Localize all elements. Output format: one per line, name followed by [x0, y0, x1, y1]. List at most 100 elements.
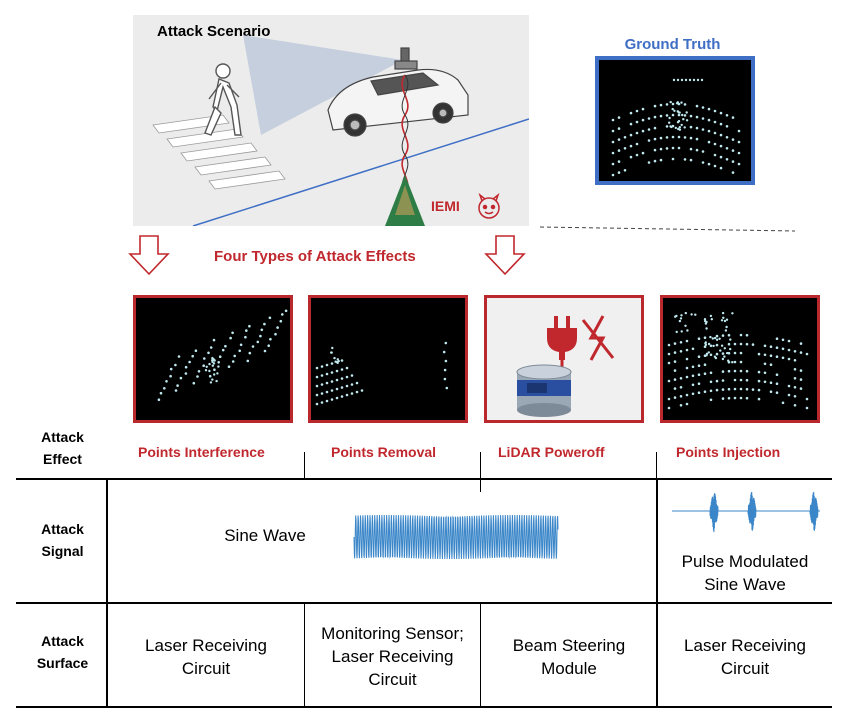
point: [245, 329, 248, 332]
point: [781, 356, 785, 360]
point: [709, 335, 712, 339]
point: [799, 369, 803, 372]
point: [671, 107, 674, 111]
point: [757, 352, 761, 356]
point: [680, 78, 684, 82]
point: [213, 359, 216, 362]
point: [315, 375, 319, 379]
point: [793, 386, 797, 389]
point: [681, 113, 684, 117]
point: [221, 348, 225, 352]
point: [330, 389, 334, 392]
point: [757, 379, 761, 383]
point: [727, 359, 730, 362]
point: [259, 334, 262, 338]
pedestrian-icon: [204, 63, 242, 136]
effect-points-injection: Points Injection: [676, 444, 781, 460]
point: [757, 388, 761, 392]
ground-truth-pointcloud: [595, 56, 755, 185]
point: [647, 117, 651, 120]
point: [739, 360, 743, 364]
point: [725, 158, 729, 161]
down-arrow-icon: [484, 235, 526, 276]
table-divider: [656, 478, 658, 706]
point: [713, 336, 717, 340]
point: [325, 381, 329, 385]
point: [203, 357, 206, 360]
point: [678, 111, 681, 114]
point: [745, 378, 749, 382]
point: [685, 375, 689, 379]
point: [641, 129, 645, 133]
point: [701, 128, 705, 131]
point: [707, 140, 711, 144]
point: [248, 351, 252, 355]
point: [763, 371, 767, 375]
point: [710, 318, 713, 321]
point: [442, 350, 446, 354]
point: [683, 126, 686, 129]
point: [229, 336, 232, 340]
point: [320, 365, 324, 368]
iemi-label: IEMI: [431, 198, 460, 214]
point: [694, 313, 697, 316]
point: [701, 106, 705, 109]
point: [799, 342, 803, 345]
point: [733, 351, 737, 355]
point: [685, 366, 689, 370]
point: [629, 133, 633, 137]
point: [781, 401, 785, 405]
point: [711, 337, 714, 340]
point: [665, 125, 669, 128]
point: [320, 374, 324, 377]
point: [674, 126, 677, 130]
point: [787, 393, 791, 397]
point: [701, 150, 705, 153]
point: [635, 109, 639, 113]
point: [212, 362, 216, 365]
point: [202, 364, 205, 367]
point: [683, 114, 687, 117]
point: [727, 369, 731, 373]
point: [695, 126, 699, 130]
point: [793, 377, 797, 380]
point: [700, 78, 704, 82]
point: [350, 383, 354, 386]
point: [695, 115, 699, 119]
point: [733, 342, 737, 346]
ground-truth-points: [611, 78, 741, 177]
point: [444, 341, 448, 345]
point: [793, 395, 797, 398]
point: [233, 354, 236, 358]
point: [727, 333, 731, 337]
table-divider: [16, 478, 832, 480]
point: [719, 166, 723, 170]
point: [799, 378, 803, 381]
point: [757, 370, 761, 374]
point: [673, 369, 677, 372]
point: [667, 352, 671, 356]
sine-wave-trace: [353, 514, 559, 560]
point: [269, 337, 272, 341]
point: [683, 103, 687, 106]
point: [679, 341, 683, 344]
point: [692, 78, 696, 82]
point: [653, 115, 657, 119]
point: [177, 355, 181, 358]
point: [335, 369, 339, 373]
point: [671, 157, 675, 161]
point: [267, 344, 270, 347]
point: [330, 351, 333, 354]
point: [707, 342, 711, 346]
point: [683, 136, 687, 139]
point: [340, 359, 344, 362]
point: [159, 391, 163, 395]
point: [721, 352, 725, 355]
point: [668, 116, 671, 120]
point: [685, 402, 689, 406]
point: [335, 378, 339, 382]
point: [611, 173, 615, 177]
point: [726, 351, 729, 355]
point: [209, 381, 213, 384]
